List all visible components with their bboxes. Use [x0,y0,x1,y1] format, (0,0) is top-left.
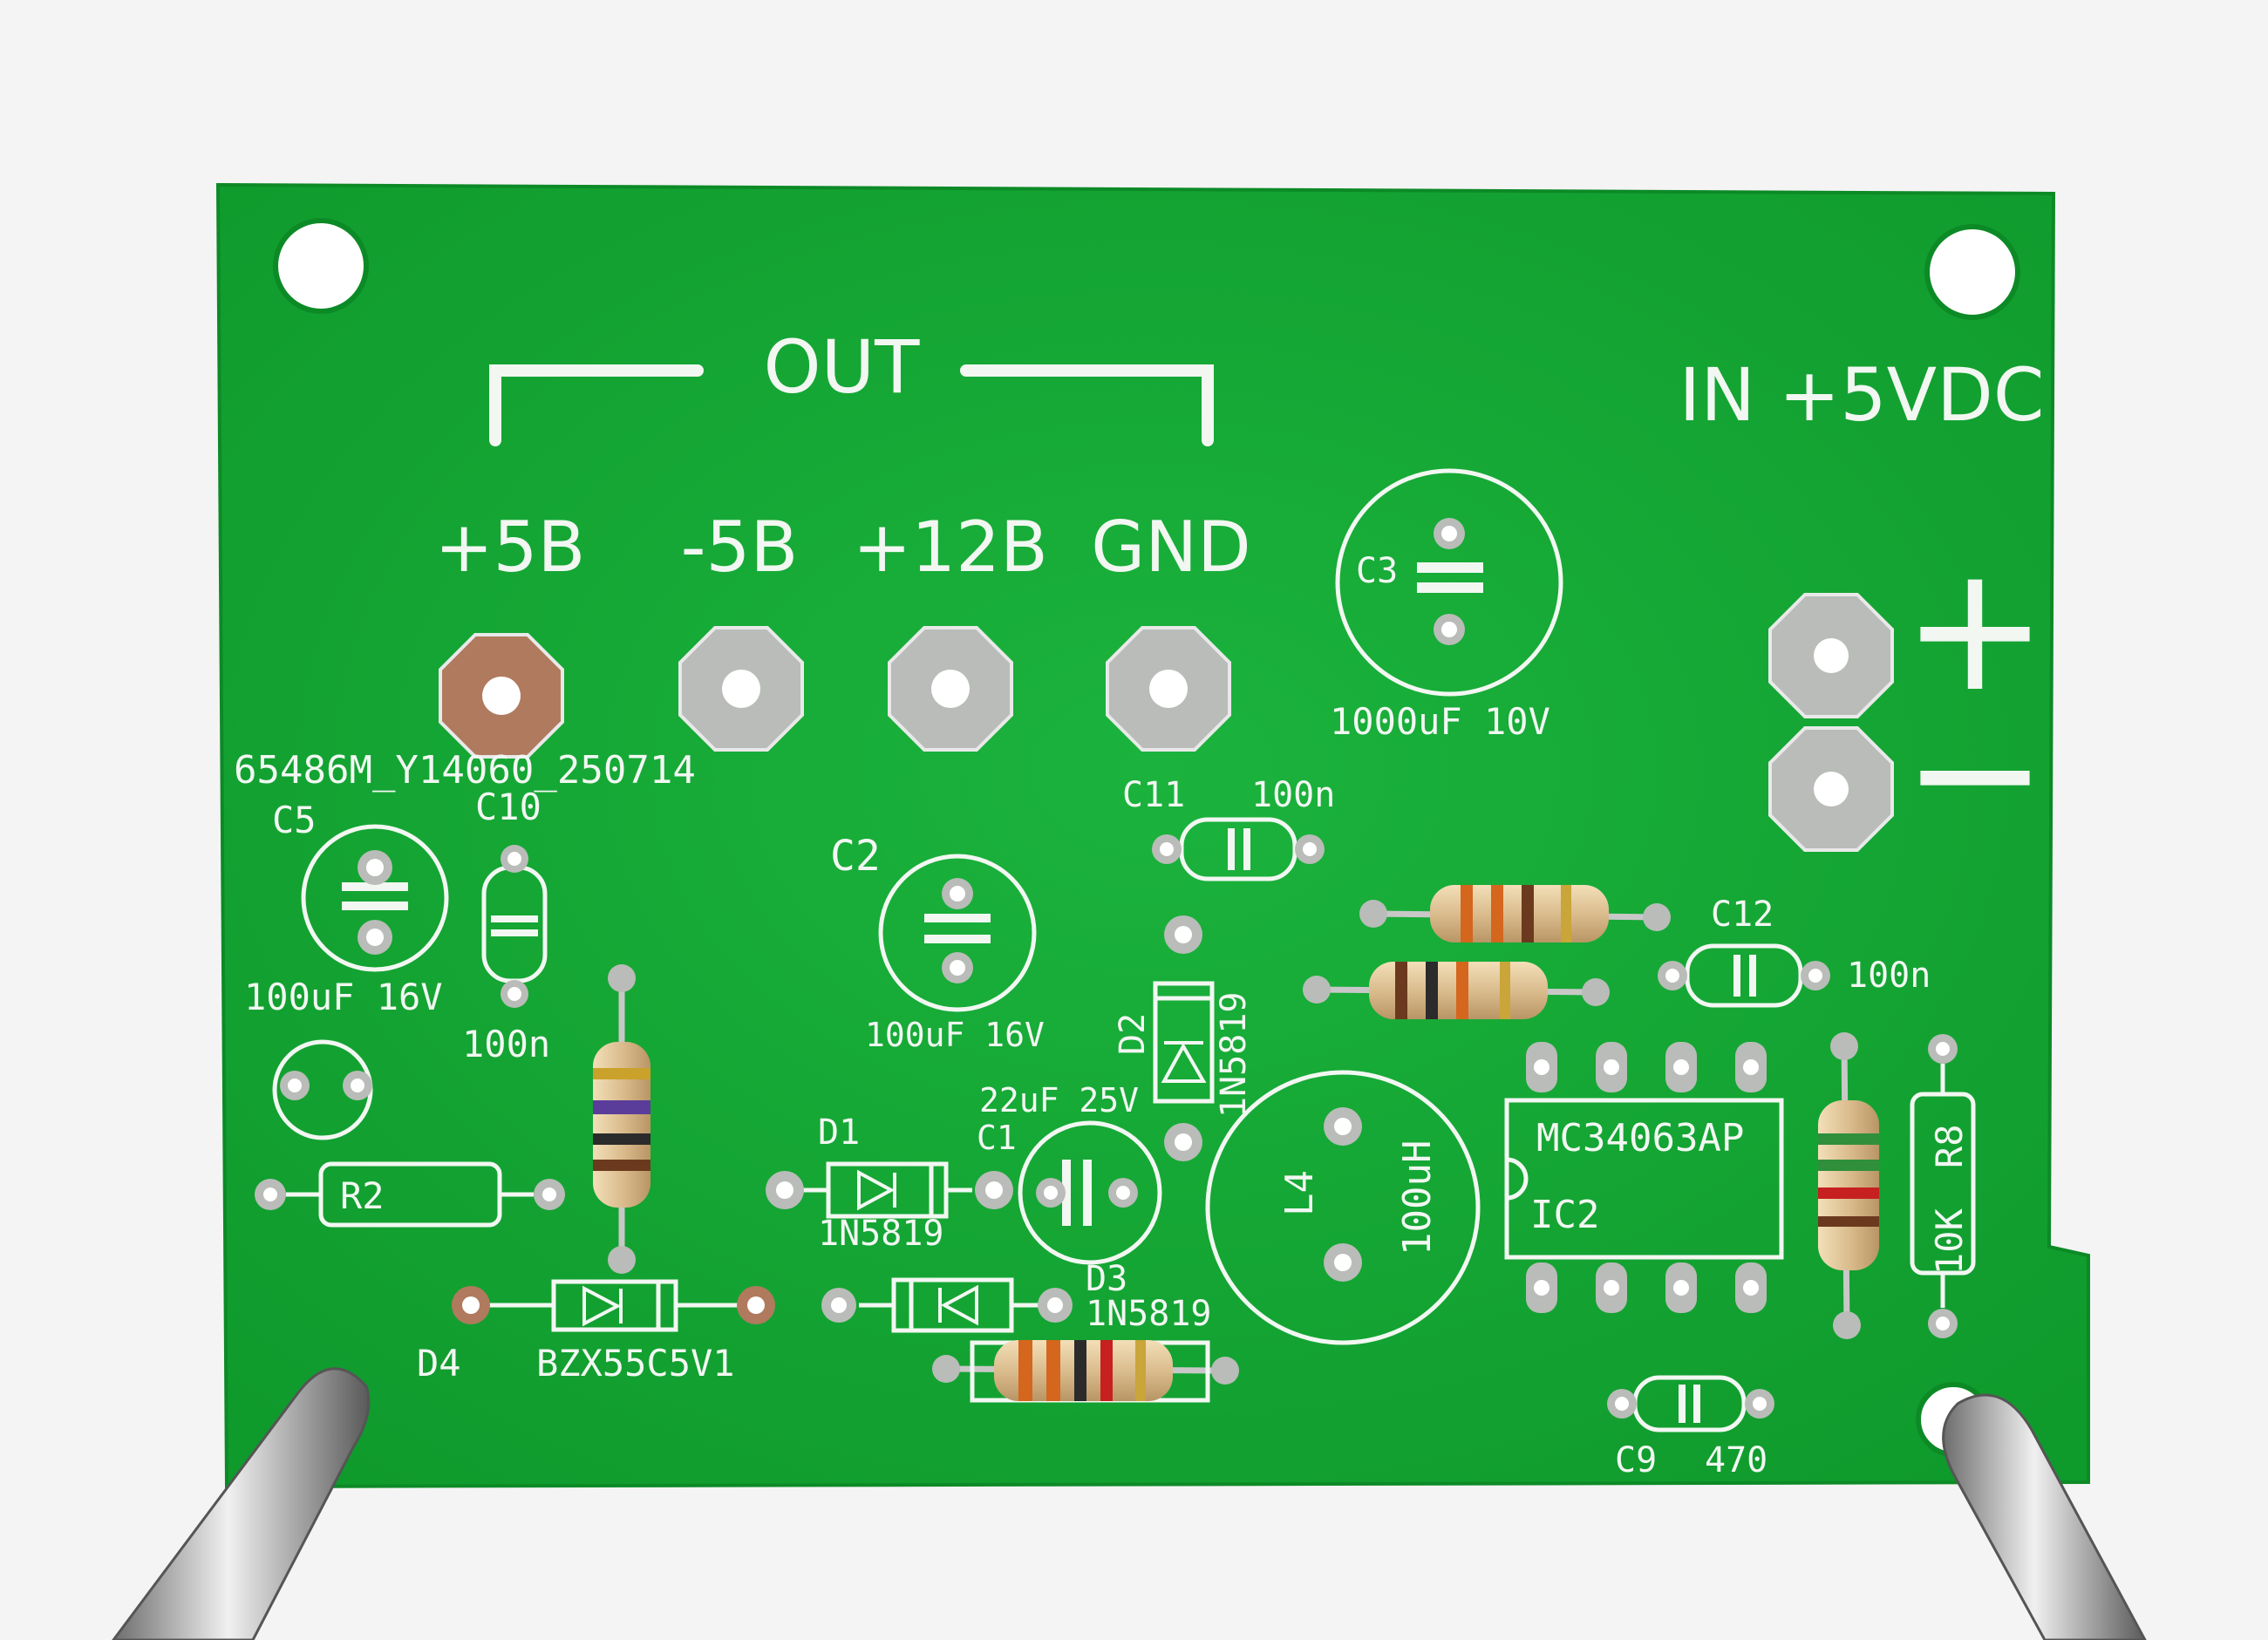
output-pad-plus12 [888,626,1013,752]
r8-value: 10K [1928,1208,1971,1275]
clamp-right [1942,1393,2147,1640]
c5-ref: C5 [272,799,317,841]
l4-value: 100uH [1395,1140,1440,1256]
d4-footprint [452,1279,775,1332]
clamp-left [112,1367,371,1640]
c9-ref: C9 [1615,1440,1657,1480]
d3-ref: D3 [1086,1259,1127,1299]
output-label-plus12: +12B [853,507,1048,588]
c12-value: 100n [1847,956,1931,996]
r2-ref: R2 [340,1174,385,1217]
output-label-minus5: -5B [681,507,799,588]
d1-value: 1N5819 [818,1214,944,1254]
c11-footprint [1152,817,1325,881]
c5-footprint [301,824,449,972]
c2-value: 100uF 16V [865,1016,1045,1054]
d1-footprint [766,1161,1013,1219]
c3-value: 1000uF 10V [1330,700,1550,743]
output-pad-gnd [1106,626,1231,752]
c12-ref: C12 [1711,895,1774,935]
resistor-horizontal-3 [932,1340,1239,1403]
r8-ref: R8 [1928,1124,1971,1168]
c9-value: 470 [1705,1440,1767,1480]
input-pad-plus [1768,593,1894,718]
c1-value: 22uF 25V [979,1081,1139,1119]
ic2-ref: IC2 [1530,1193,1599,1237]
out-bracket [489,364,1214,446]
c10-ref: C10 [475,786,541,828]
c3-ref: C3 [1356,551,1398,591]
d4-ref: D4 [417,1342,461,1385]
input-label: IN +5VDC [1679,352,2045,438]
c5-value: 100uF 16V [244,976,443,1018]
resistor-vertical-1 [593,964,650,1274]
minus-sign: − [1902,671,2048,874]
ic2-part: MC34063AP [1536,1116,1744,1160]
d3-value: 1N5819 [1086,1294,1212,1334]
output-pad-plus5 [439,633,564,759]
l4-ref: L4 [1277,1170,1322,1216]
d2-value: 1N5819 [1214,992,1254,1119]
c2-ref: C2 [830,832,881,881]
c2-footprint [878,854,1037,1012]
output-label-gnd: GND [1091,507,1250,588]
out-label: OUT [764,324,921,410]
output-label-plus5: +5B [435,507,586,588]
plus-sign: + [1902,527,2048,731]
d4-value: BZX55C5V1 [536,1342,735,1385]
c3-footprint [1335,468,1563,697]
r8-footprint [1910,1034,1976,1338]
round-footprint [272,1039,373,1140]
board-id: 65486M_Y14060_250714 [234,748,696,793]
c11-ref: C11 [1122,775,1185,815]
ic2-footprint [1504,1042,1784,1313]
d3-footprint [821,1277,1073,1333]
input-pad-minus [1768,726,1894,852]
resistor-vertical-2 [1818,1032,1879,1339]
c1-footprint [1018,1120,1162,1265]
c1-ref: C1 [977,1119,1017,1157]
resistor-horizontal-2 [1303,962,1610,1019]
d2-footprint [1153,915,1215,1161]
c11-value: 100n [1251,775,1335,815]
r2-footprint [255,1161,565,1228]
c12-footprint [1658,943,1830,1008]
c10-value: 100n [462,1023,550,1065]
mounting-hole-top-left [273,218,369,314]
c10-footprint [481,845,548,1008]
c9-footprint [1607,1375,1774,1432]
mounting-hole-top-right [1924,224,2020,320]
l4-footprint [1205,1070,1481,1345]
resistor-horizontal-1 [1359,885,1671,942]
output-pad-minus5 [678,626,804,752]
d2-ref: D2 [1113,1013,1153,1055]
d1-ref: D1 [818,1113,860,1153]
